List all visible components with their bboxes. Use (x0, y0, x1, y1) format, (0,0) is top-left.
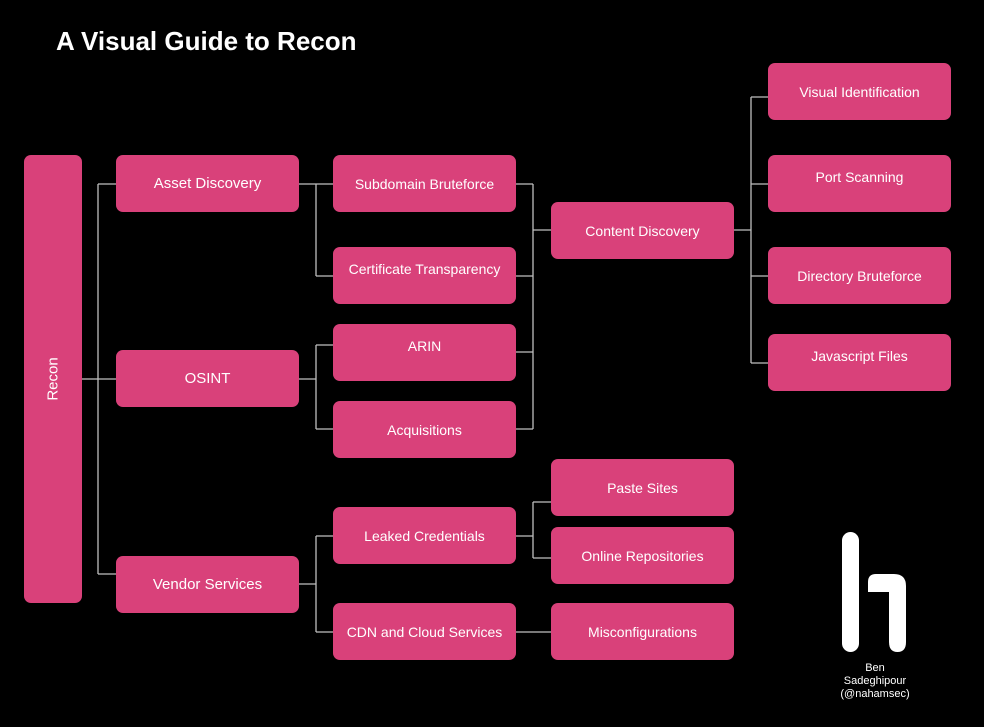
asset-discovery-node: Asset Discovery (116, 155, 299, 212)
online-repositories-node: Online Repositories (551, 527, 734, 584)
leaked-credentials-node: Leaked Credentials (333, 507, 516, 564)
osint-node: OSINT (116, 350, 299, 407)
author-first-name: Ben (865, 662, 885, 674)
cdn-cloud-services-node: CDN and Cloud Services (333, 603, 516, 660)
directory-bruteforce-node: Directory Bruteforce (768, 247, 951, 304)
content-discovery-node: Content Discovery (551, 202, 734, 259)
port-scanning-node: Port Scanning (768, 155, 951, 212)
author-handle: (@nahamsec) (840, 688, 910, 700)
recon-label: Recon (44, 357, 62, 401)
visual-identification-node: Visual Identification (768, 63, 951, 120)
page-title: A Visual Guide to Recon (56, 26, 357, 56)
arin-node: ARIN (333, 324, 516, 381)
recon-node: Recon (24, 155, 82, 603)
author-credit: Ben Sadeghipour (@nahamsec) (820, 662, 930, 701)
acquisitions-node: Acquisitions (333, 401, 516, 458)
vendor-services-node: Vendor Services (116, 556, 299, 613)
hackerone-logo-icon (842, 532, 906, 652)
certificate-transparency-node: Certificate Transparency (333, 247, 516, 304)
subdomain-bruteforce-node: Subdomain Bruteforce (333, 155, 516, 212)
paste-sites-node: Paste Sites (551, 459, 734, 516)
author-last-name: Sadeghipour (843, 675, 907, 687)
javascript-files-node: Javascript Files (768, 334, 951, 391)
misconfigurations-node: Misconfigurations (551, 603, 734, 660)
